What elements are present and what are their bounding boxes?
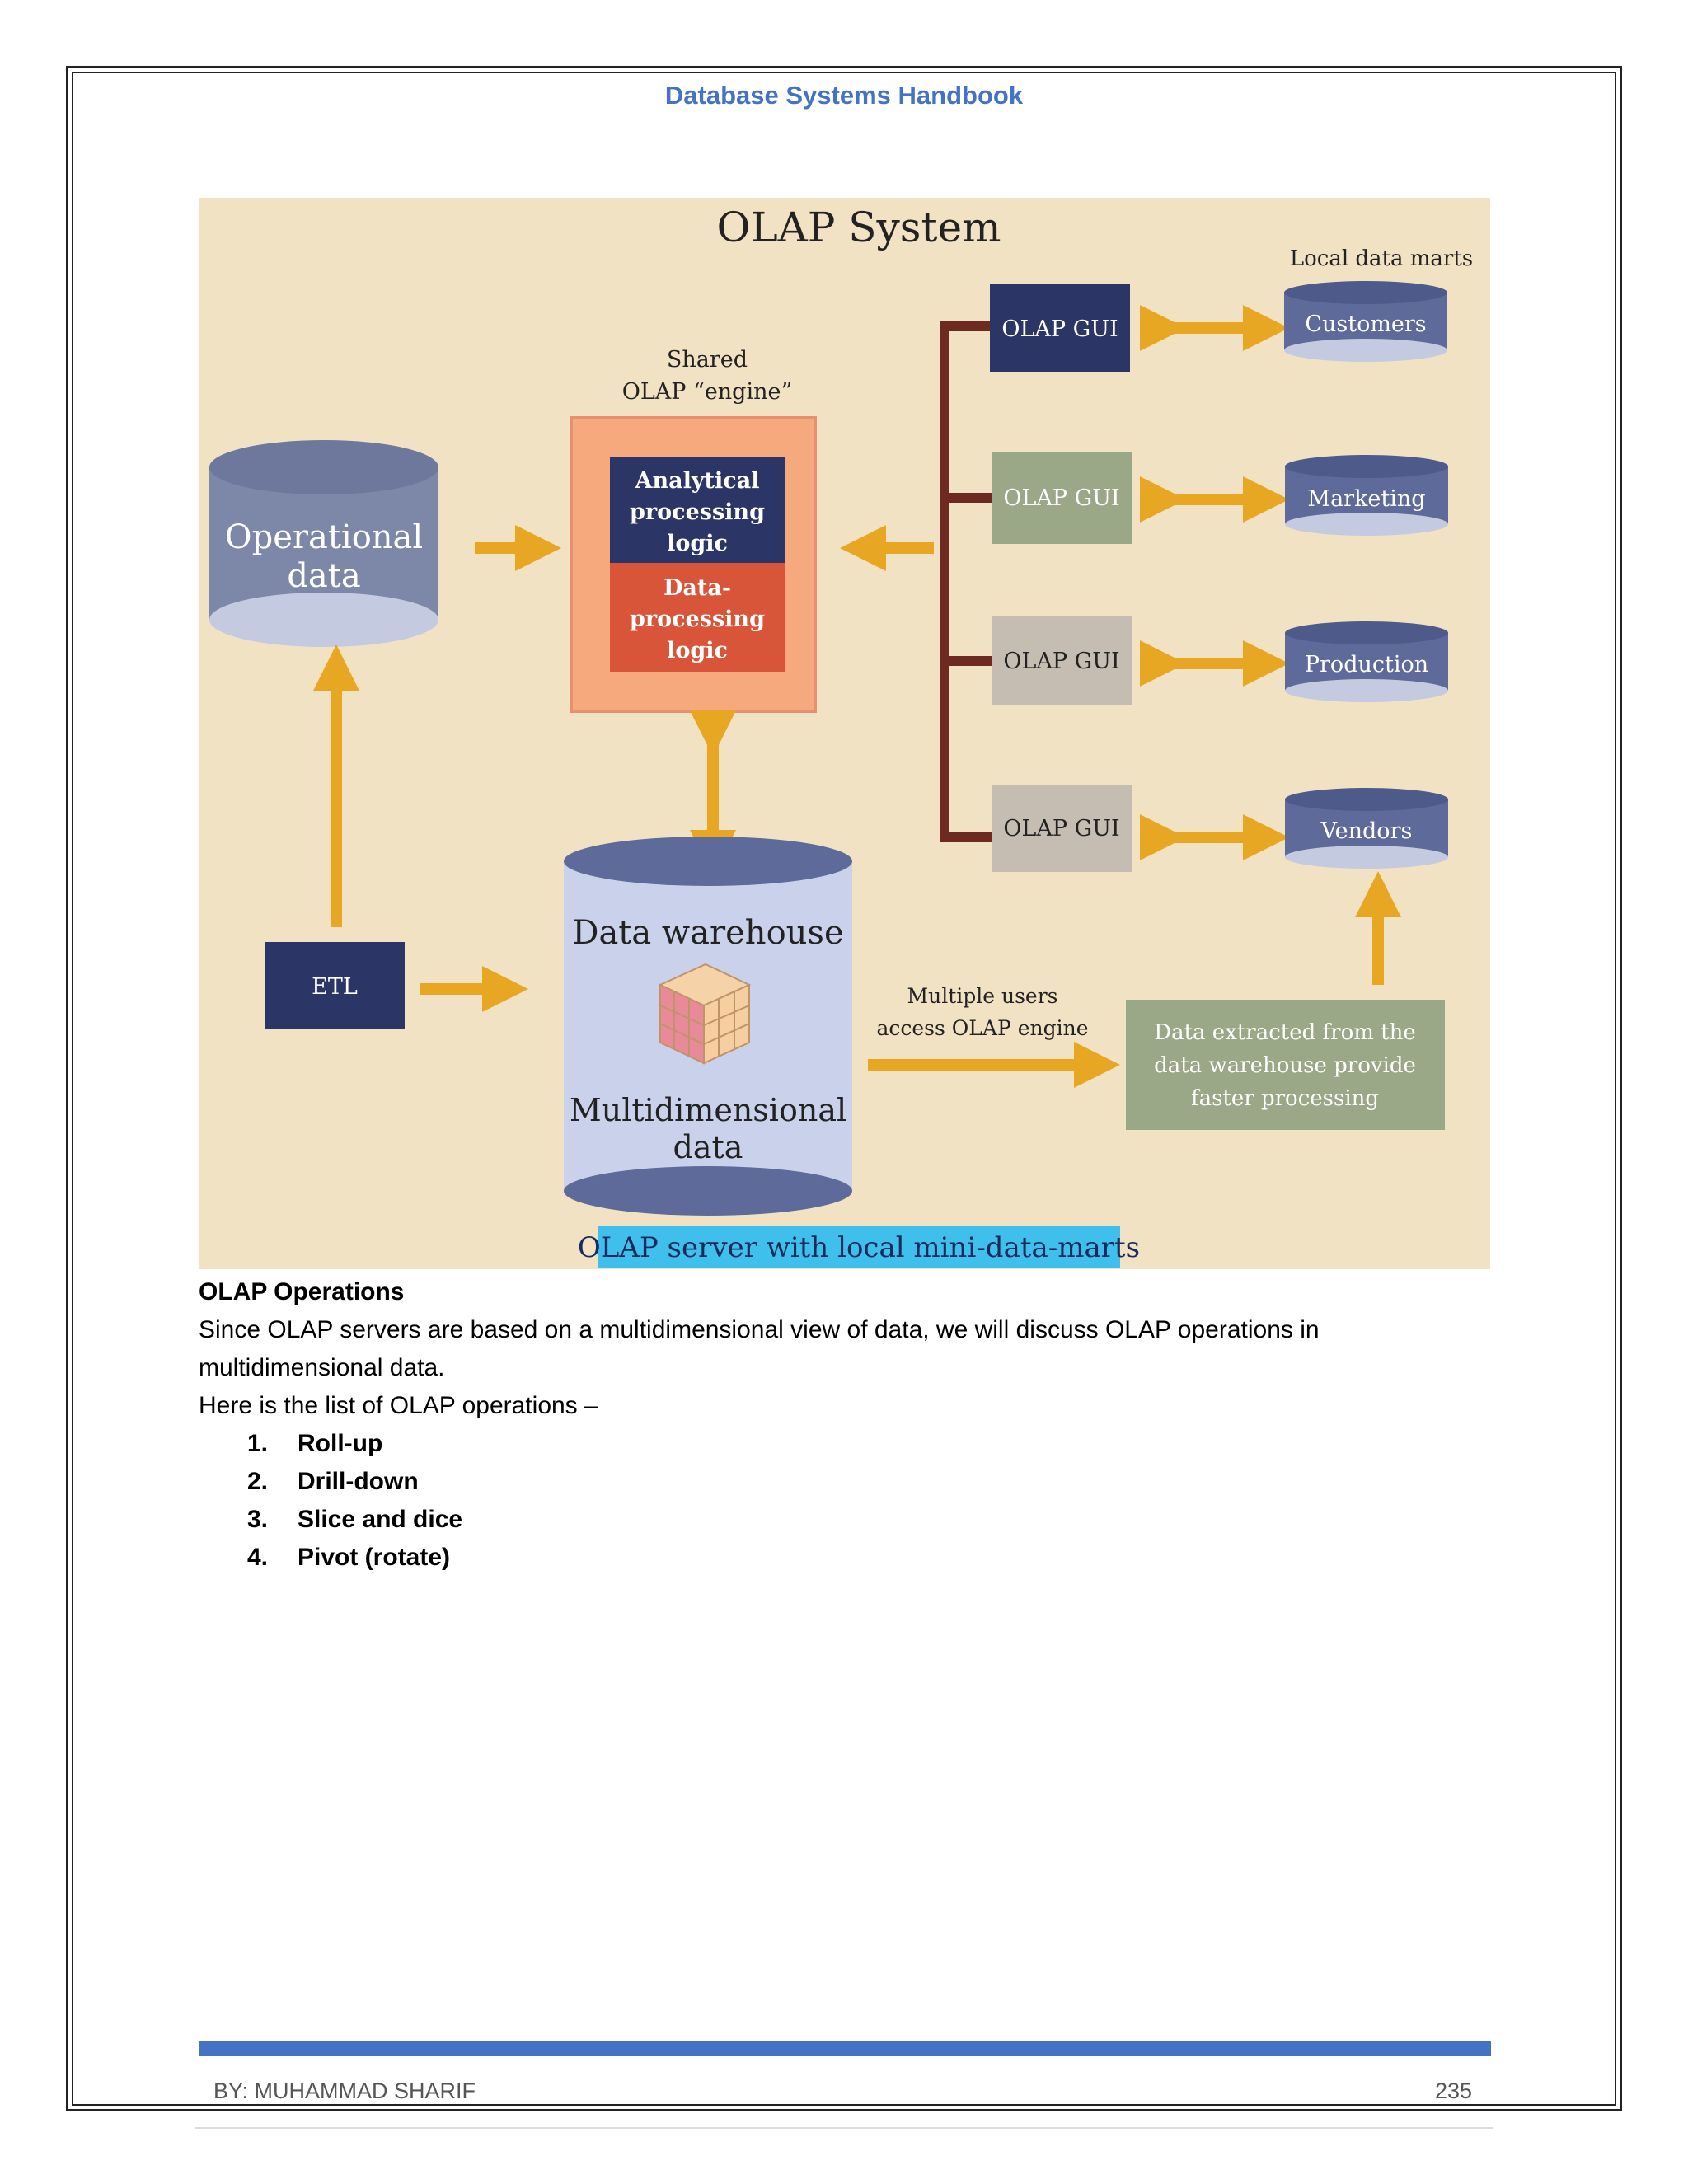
shared-engine-label-2: OLAP “engine” xyxy=(622,379,793,405)
olap-gui-3-label: OLAP GUI xyxy=(1003,649,1119,674)
mart-customers-label: Customers xyxy=(1305,312,1426,337)
extract-label-1: Data extracted from the xyxy=(1154,1020,1416,1045)
warehouse-label-1: Data warehouse xyxy=(572,914,843,952)
analytical-label-1: Analytical xyxy=(635,468,760,494)
bottom-divider xyxy=(195,2127,1493,2129)
data-warehouse-cylinder: Data warehouse Multidimensional data xyxy=(564,837,852,1216)
diagram-caption: OLAP server with local mini-data-marts xyxy=(578,1226,1140,1268)
operational-label-2: data xyxy=(287,557,360,595)
dataproc-label-2: processing xyxy=(630,607,765,632)
list-item: 4.Pivot (rotate) xyxy=(247,1544,451,1571)
data-processing-logic-box xyxy=(610,563,785,672)
multiple-users-label-1: Multiple users xyxy=(907,984,1058,1008)
page-border-outer xyxy=(66,66,1622,2111)
section-heading: OLAP Operations xyxy=(199,1278,405,1305)
etl-box: ETL xyxy=(265,942,405,1029)
olap-system-diagram: OLAP System Local data marts Shared OLAP… xyxy=(199,198,1490,1269)
footer-rule xyxy=(199,2041,1491,2056)
olap-gui-2: OLAP GUI xyxy=(992,452,1132,544)
data-extracted-box: Data extracted from the data warehouse p… xyxy=(1126,1000,1445,1130)
analytical-label-3: logic xyxy=(667,531,728,556)
gui-mart-arrows xyxy=(1140,305,1289,860)
mart-vendors-label: Vendors xyxy=(1320,818,1413,844)
caption-label: OLAP server with local mini-data-marts xyxy=(578,1231,1140,1264)
olap-gui-2-label: OLAP GUI xyxy=(1003,485,1119,511)
page-number: 235 xyxy=(1434,2079,1472,2103)
olap-gui-1-label: OLAP GUI xyxy=(1001,316,1118,342)
mart-production: Production xyxy=(1285,621,1448,702)
intro-paragraph-line-1: Since OLAP servers are based on a multid… xyxy=(199,1316,1320,1343)
extract-label-2: data warehouse provide xyxy=(1154,1053,1416,1078)
list-item: 3.Slice and dice xyxy=(247,1506,463,1533)
olap-gui-3: OLAP GUI xyxy=(992,616,1132,705)
dataproc-label-1: Data- xyxy=(663,575,731,601)
dataproc-label-3: logic xyxy=(667,638,728,663)
shared-engine-label-1: Shared xyxy=(667,347,748,373)
mart-production-label: Production xyxy=(1305,652,1428,677)
list-intro: Here is the list of OLAP operations – xyxy=(199,1392,598,1419)
multiple-users-label-2: access OLAP engine xyxy=(876,1016,1088,1040)
operational-label-1: Operational xyxy=(225,518,423,556)
operations-list: 1.Roll-up 2.Drill-down 3.Slice and dice … xyxy=(199,1425,1493,1577)
olap-gui-1: OLAP GUI xyxy=(990,284,1130,372)
cube-icon xyxy=(658,963,752,1065)
footer-author: BY: MUHAMMAD SHARIF xyxy=(213,2079,476,2103)
analytical-logic-box xyxy=(610,457,785,563)
list-item: 1.Roll-up xyxy=(247,1430,383,1457)
list-item: 2.Drill-down xyxy=(247,1468,419,1495)
extract-label-3: faster processing xyxy=(1191,1086,1379,1111)
gui-connector xyxy=(940,321,1000,842)
mart-marketing-label: Marketing xyxy=(1307,486,1425,512)
olap-gui-4: OLAP GUI xyxy=(992,785,1132,872)
mart-marketing: Marketing xyxy=(1285,455,1448,536)
page-border-inner xyxy=(72,72,1616,2106)
etl-label: ETL xyxy=(312,974,358,1000)
running-header: Database Systems Handbook xyxy=(664,81,1024,110)
warehouse-label-2: Multidimensional xyxy=(570,1092,846,1128)
operational-data-cylinder: Operational data xyxy=(209,440,438,647)
local-data-marts-label: Local data marts xyxy=(1290,246,1473,271)
warehouse-label-3: data xyxy=(673,1129,743,1165)
intro-paragraph-line-2: multidimensional data. xyxy=(199,1354,445,1381)
shared-olap-engine: Analytical processing logic Data- proces… xyxy=(570,416,817,713)
olap-operations-section: OLAP Operations Since OLAP servers are b… xyxy=(199,1273,1493,1577)
olap-gui-4-label: OLAP GUI xyxy=(1003,816,1119,841)
mart-vendors: Vendors xyxy=(1285,788,1448,869)
diagram-title: OLAP System xyxy=(716,204,1001,251)
mart-customers: Customers xyxy=(1284,281,1447,362)
analytical-label-2: processing xyxy=(630,499,765,525)
